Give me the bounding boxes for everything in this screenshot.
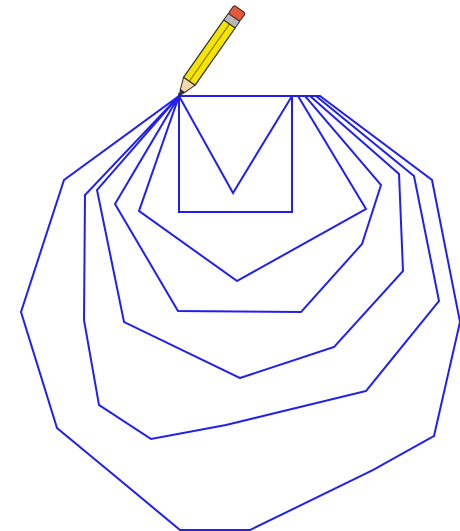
polygon-1: [179, 96, 292, 212]
pencil-icon: [173, 5, 245, 100]
pencil-stripe: [189, 24, 229, 81]
polygon-4: [97, 96, 403, 378]
polygon-group: [21, 96, 460, 530]
polygon-2: [139, 96, 366, 281]
polygon-3: [115, 96, 381, 312]
polygon-6: [21, 96, 460, 530]
